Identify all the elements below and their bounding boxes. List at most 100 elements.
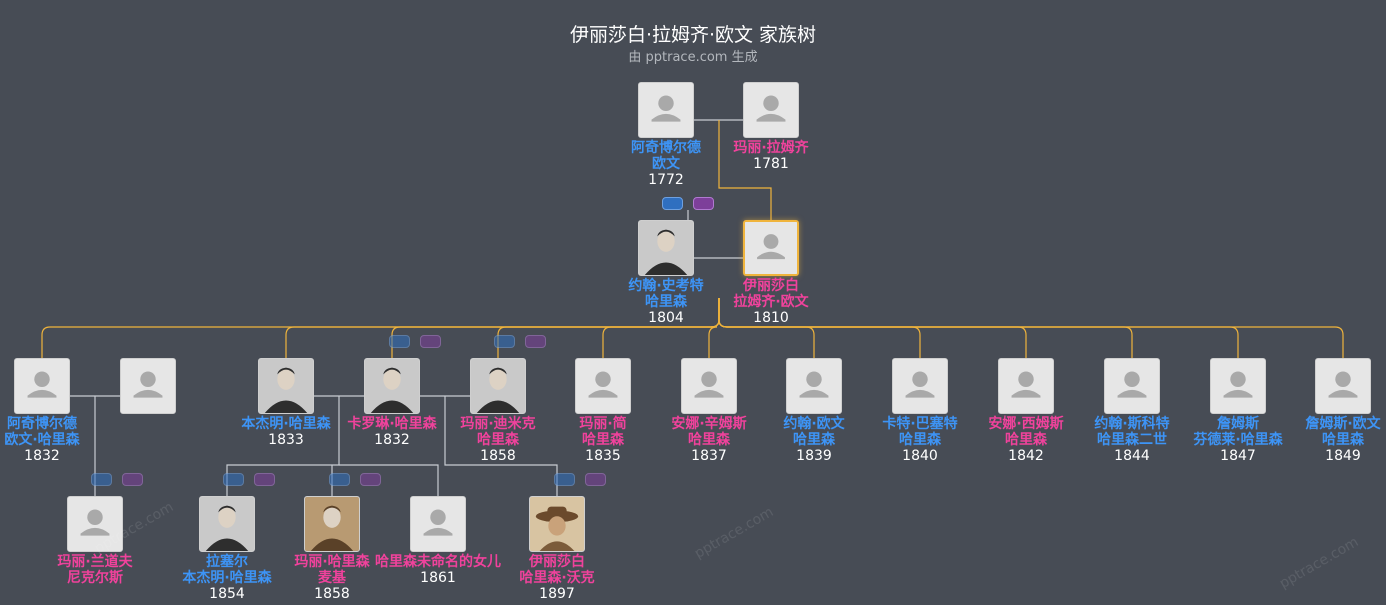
- person-placeholder-icon: [745, 222, 797, 274]
- person-photo[interactable]: [998, 358, 1054, 414]
- parent-child-line: [339, 464, 439, 496]
- mother-link-badge[interactable]: [420, 335, 441, 348]
- person-birth-year: 1861: [420, 570, 456, 586]
- person-name-line: 拉姆齐·欧文: [733, 294, 809, 310]
- mother-link-badge[interactable]: [693, 197, 714, 210]
- person-birth-year: 1833: [268, 432, 304, 448]
- portrait-photo-icon: [259, 359, 313, 413]
- person-birth-year: 1804: [648, 310, 684, 326]
- mother-link-badge[interactable]: [122, 473, 143, 486]
- person-photo[interactable]: [786, 358, 842, 414]
- person-photo[interactable]: [470, 358, 526, 414]
- person-photo[interactable]: [258, 358, 314, 414]
- person-photo[interactable]: [364, 358, 420, 414]
- person-photo[interactable]: [638, 220, 694, 276]
- father-link-badge[interactable]: [494, 335, 515, 348]
- person-placeholder-icon: [1105, 359, 1159, 413]
- person-photo[interactable]: [638, 82, 694, 138]
- person-birth-year: 1832: [374, 432, 410, 448]
- person-photo[interactable]: [681, 358, 737, 414]
- person-name-line: 约翰·欧文: [783, 416, 845, 432]
- person-birth-year: 1858: [314, 586, 350, 602]
- person-photo[interactable]: [743, 220, 799, 276]
- father-link-badge[interactable]: [329, 473, 350, 486]
- person-name-line: 欧文·哈里森: [4, 432, 80, 448]
- person-name-line: 伊丽莎白: [743, 278, 799, 294]
- person-name-line: 哈里森: [477, 432, 519, 448]
- person-photo[interactable]: [743, 82, 799, 138]
- person-name-line: 欧文: [652, 156, 680, 172]
- person-name[interactable]: 玛丽·兰道夫尼克尔斯: [25, 554, 165, 586]
- person-photo[interactable]: [304, 496, 360, 552]
- person-name-line: 詹姆斯·欧文: [1305, 416, 1381, 432]
- person-photo[interactable]: [1210, 358, 1266, 414]
- person-name-line: 伊丽莎白: [529, 554, 585, 570]
- person-photo[interactable]: [1104, 358, 1160, 414]
- parent-child-line: [718, 298, 1344, 358]
- person-name-line: 卡罗琳·哈里森: [347, 416, 437, 432]
- person-name-line: 哈里森: [688, 432, 730, 448]
- person-photo[interactable]: [120, 358, 176, 414]
- person-name-line: 尼克尔斯: [67, 570, 123, 586]
- page-subtitle: 由 pptrace.com 生成: [628, 50, 758, 65]
- mother-link-badge[interactable]: [254, 473, 275, 486]
- person-photo[interactable]: [67, 496, 123, 552]
- person-birth-year: 1844: [1114, 448, 1150, 464]
- portrait-photo-icon: [471, 359, 525, 413]
- father-link-badge[interactable]: [554, 473, 575, 486]
- person-photo[interactable]: [14, 358, 70, 414]
- father-link-badge[interactable]: [389, 335, 410, 348]
- person-photo[interactable]: [892, 358, 948, 414]
- person-photo[interactable]: [410, 496, 466, 552]
- person-name-line: 玛丽·简: [579, 416, 627, 432]
- mother-link-badge[interactable]: [360, 473, 381, 486]
- person-photo[interactable]: [199, 496, 255, 552]
- person-name-line: 约翰·斯科特: [1094, 416, 1170, 432]
- portrait-photo-icon: [305, 497, 359, 551]
- person-name-line: 阿奇博尔德: [631, 140, 701, 156]
- father-link-badge[interactable]: [223, 473, 244, 486]
- person-placeholder-icon: [639, 83, 693, 137]
- mother-link-badge[interactable]: [525, 335, 546, 348]
- father-link-badge[interactable]: [662, 197, 683, 210]
- person-name-line: 哈里森: [645, 294, 687, 310]
- person-placeholder-icon: [893, 359, 947, 413]
- father-link-badge[interactable]: [91, 473, 112, 486]
- person-placeholder-icon: [1316, 359, 1370, 413]
- mother-link-badge[interactable]: [585, 473, 606, 486]
- portrait-photo-icon: [365, 359, 419, 413]
- person-photo[interactable]: [575, 358, 631, 414]
- person-placeholder-icon: [411, 497, 465, 551]
- person-photo[interactable]: [529, 496, 585, 552]
- person-name-line: 哈里森二世: [1097, 432, 1167, 448]
- person-name-line: 哈里森: [582, 432, 624, 448]
- person-name-line: 卡特·巴塞特: [882, 416, 958, 432]
- person-birth-year: 1837: [691, 448, 727, 464]
- person-birth-year: 1854: [209, 586, 245, 602]
- person-placeholder-icon: [999, 359, 1053, 413]
- person-name-line: 哈里森·沃克: [519, 570, 595, 586]
- person-placeholder-icon: [15, 359, 69, 413]
- person-photo[interactable]: [1315, 358, 1371, 414]
